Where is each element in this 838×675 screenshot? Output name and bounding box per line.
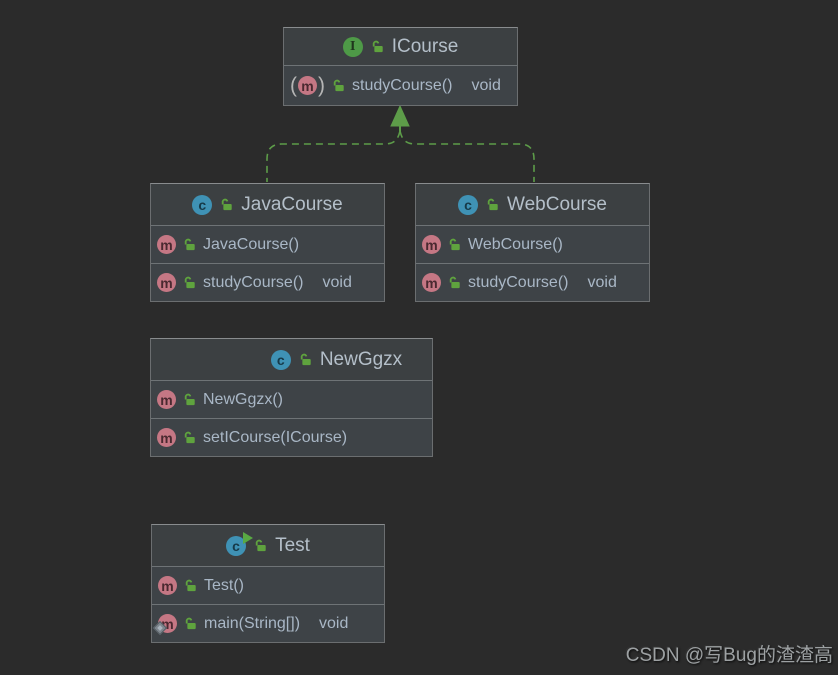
method-return-type: void	[587, 273, 617, 291]
method-icon: m	[157, 428, 176, 447]
runnable-class-icon: c	[226, 531, 254, 556]
method-row[interactable]: m Test()	[152, 566, 384, 604]
open-lock-icon	[220, 198, 233, 211]
open-lock-icon	[448, 238, 461, 251]
open-lock-icon	[183, 238, 196, 251]
realization-edge-javacourse[interactable]	[266, 130, 401, 182]
class-name: ICourse	[391, 35, 459, 57]
method-label: JavaCourse()	[203, 235, 300, 253]
open-lock-icon	[371, 40, 384, 53]
class-name: NewGgzx	[319, 348, 403, 370]
class-header[interactable]: c NewGgzx	[151, 339, 432, 380]
method-row[interactable]: m studyCourse() void	[284, 65, 517, 105]
class-node-icourse[interactable]: I ICourse m studyCourse() void	[283, 27, 518, 106]
class-node-test[interactable]: c Test m Test() m main(String[]) void	[151, 524, 385, 643]
class-header[interactable]: c WebCourse	[416, 184, 649, 225]
class-name: Test	[275, 534, 310, 556]
class-name: WebCourse	[507, 193, 607, 215]
open-lock-icon	[448, 276, 461, 289]
abstract-method-icon: m	[290, 75, 325, 96]
open-lock-icon	[183, 431, 196, 444]
method-label: main(String[])	[204, 614, 301, 632]
interface-icon: I	[342, 36, 363, 57]
method-row[interactable]: m NewGgzx()	[151, 380, 432, 418]
method-label: WebCourse()	[468, 235, 563, 253]
class-header[interactable]: c JavaCourse	[151, 184, 384, 225]
class-name: JavaCourse	[241, 193, 343, 215]
class-header[interactable]: I ICourse	[284, 28, 517, 65]
open-lock-icon	[299, 353, 312, 366]
open-lock-icon	[332, 79, 345, 92]
method-label: NewGgzx()	[203, 390, 284, 408]
method-icon: m	[157, 390, 176, 409]
class-node-javacourse[interactable]: c JavaCourse m JavaCourse() m studyCours…	[150, 183, 385, 302]
open-lock-icon	[183, 393, 196, 406]
run-overlay-icon	[243, 531, 254, 544]
method-row[interactable]: m WebCourse()	[416, 225, 649, 263]
open-lock-icon	[184, 579, 197, 592]
open-lock-icon	[183, 276, 196, 289]
method-icon: m	[157, 273, 176, 292]
method-icon: m	[157, 235, 176, 254]
class-node-newggzx[interactable]: c NewGgzx m NewGgzx() m setICourse(ICour…	[150, 338, 433, 457]
inheritance-arrowhead-icon	[390, 104, 410, 127]
method-row[interactable]: m setICourse(ICourse)	[151, 418, 432, 456]
method-icon: m	[158, 576, 177, 595]
method-row[interactable]: m studyCourse() void	[151, 263, 384, 301]
method-label: setICourse(ICourse)	[203, 428, 348, 446]
method-return-type: void	[471, 76, 501, 94]
open-lock-icon	[486, 198, 499, 211]
method-row[interactable]: m studyCourse() void	[416, 263, 649, 301]
method-icon: m	[422, 273, 441, 292]
method-label: Test()	[204, 576, 244, 594]
class-icon: c	[458, 194, 478, 215]
method-label: studyCourse()	[203, 273, 304, 291]
class-icon: c	[270, 349, 291, 370]
method-label: studyCourse()	[352, 76, 453, 94]
csdn-watermark: CSDN @写Bug的渣渣高	[625, 645, 833, 666]
realization-edge-webcourse[interactable]	[399, 130, 535, 182]
class-node-webcourse[interactable]: c WebCourse m WebCourse() m studyCourse(…	[415, 183, 650, 302]
open-lock-icon	[254, 539, 267, 552]
method-label: studyCourse()	[468, 273, 569, 291]
method-return-type: void	[322, 273, 352, 291]
class-icon: c	[192, 194, 213, 215]
method-return-type: void	[319, 614, 349, 632]
method-row[interactable]: m JavaCourse()	[151, 225, 384, 263]
class-header[interactable]: c Test	[152, 525, 384, 566]
method-icon: m	[422, 235, 441, 254]
open-lock-icon	[184, 617, 197, 630]
method-row[interactable]: m main(String[]) void	[152, 604, 384, 642]
